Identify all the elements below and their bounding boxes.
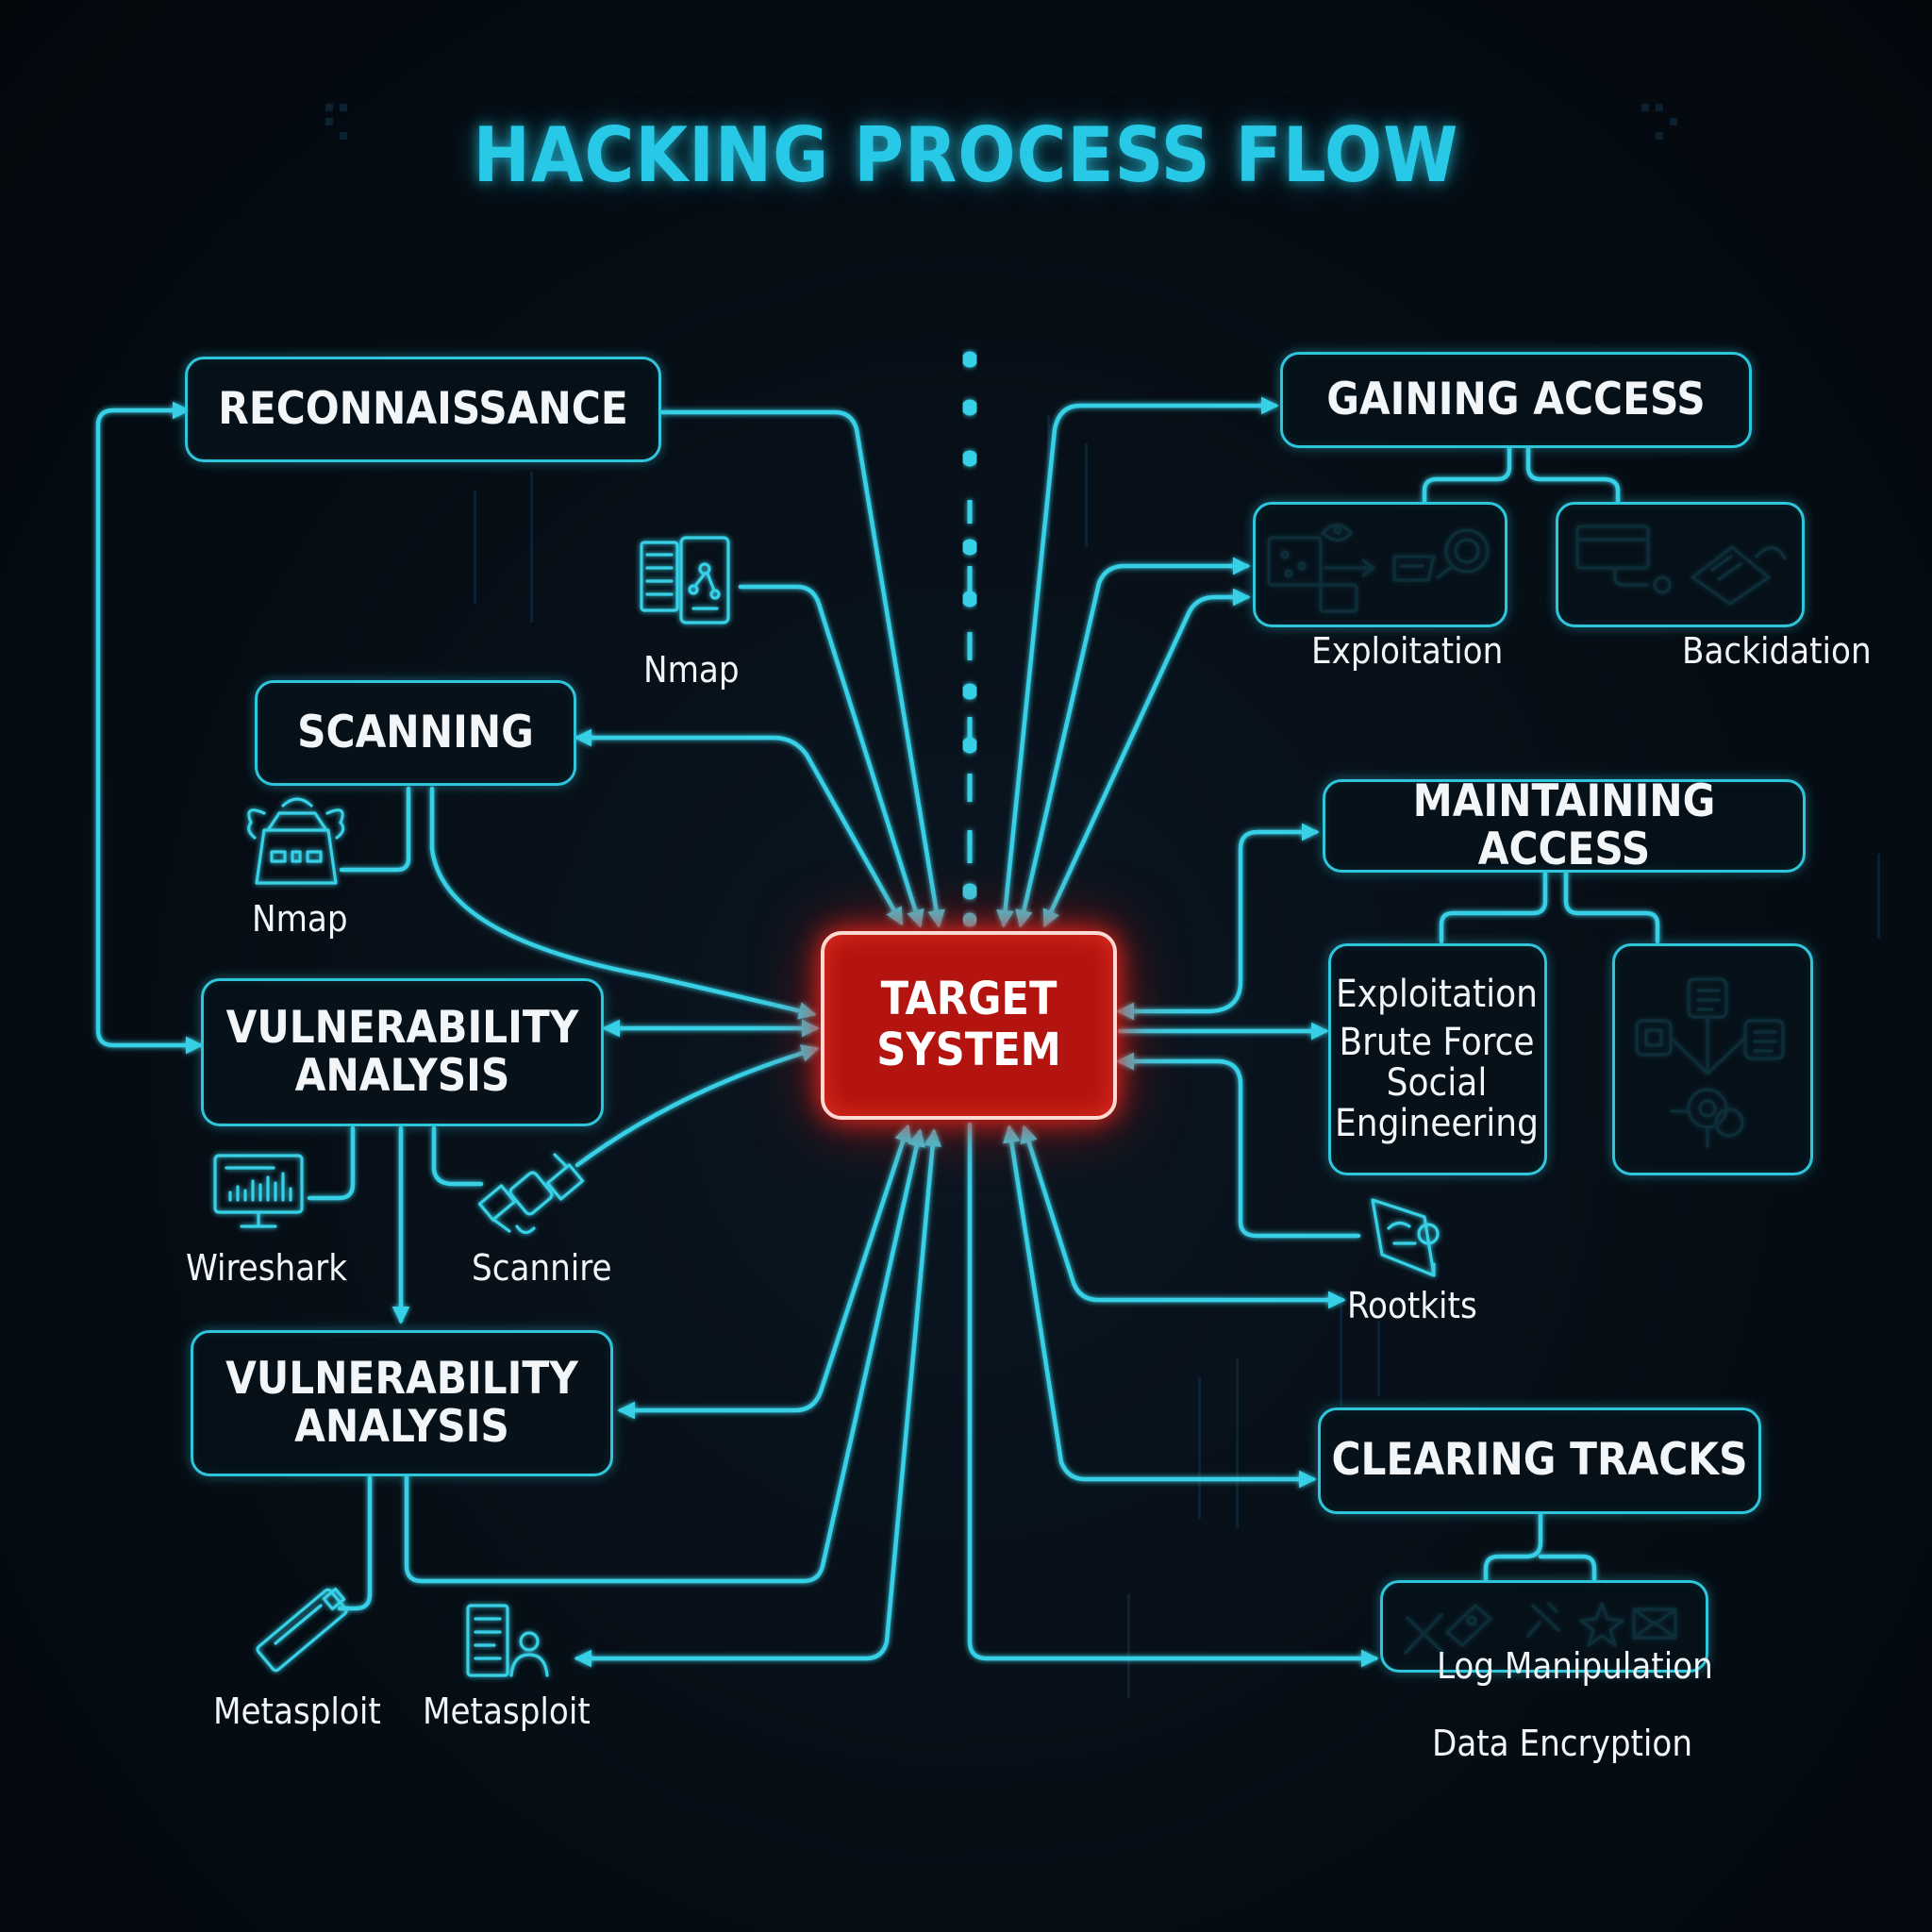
target-label-line-1: TARGET	[880, 973, 1058, 1026]
method-brute-force: Brute Force	[1339, 1021, 1535, 1065]
connector-vuln1-wireshark	[307, 1125, 356, 1201]
tool-backidation: Backidation	[1682, 630, 1872, 672]
network-scan-icon	[640, 536, 730, 625]
connector-scanning-target	[574, 728, 904, 926]
stage-vuln1-line-1: VULNERABILITY	[225, 1001, 579, 1054]
method-exploitation: Exploitation	[1336, 973, 1538, 1017]
connector-target-maintaining	[1116, 823, 1320, 1021]
tool-data-encryption: Data Encryption	[1432, 1723, 1693, 1764]
rootkit-icon	[1371, 1198, 1440, 1277]
connector-clearing-branch	[1483, 1511, 1597, 1583]
connector-frame-left	[95, 401, 204, 1055]
stage-vuln2-line-2: ANALYSIS	[294, 1400, 509, 1453]
stage-vuln1-line-2: ANALYSIS	[294, 1049, 510, 1102]
method-engineering: Engineering	[1335, 1101, 1539, 1145]
monitor-chart-icon	[213, 1154, 304, 1228]
target-system-node[interactable]: TARGET SYSTEM	[821, 931, 1117, 1120]
target-label-line-2: SYSTEM	[876, 1024, 1061, 1076]
tool-exploitation: Exploitation	[1311, 630, 1504, 672]
connector-scanning-router	[339, 786, 411, 873]
stage-reconnaissance[interactable]: RECONNAISSANCE	[185, 357, 661, 462]
method-social: Social	[1386, 1061, 1488, 1105]
connector-target-gaining	[996, 396, 1279, 928]
tool-nmap-scan: Nmap	[252, 898, 348, 940]
connector-gaining-branch	[1422, 445, 1621, 505]
connector-vuln1-scannire	[431, 1125, 484, 1187]
connector-satellite-target	[575, 1044, 820, 1168]
maintaining-methods-list: Exploitation Brute Force Social Engineer…	[1328, 945, 1545, 1174]
connector-target-exploit-1	[1015, 557, 1251, 928]
stage-clearing-tracks-label: CLEARING TRACKS	[1331, 1434, 1748, 1487]
connector-maintaining-branch	[1439, 870, 1660, 944]
tool-log-manipulation: Log Manipulation	[1437, 1645, 1713, 1687]
stage-scanning-label: SCANNING	[297, 706, 534, 758]
stage-gaining-access-label: GAINING ACCESS	[1326, 373, 1706, 425]
connector-target-clearing-box	[1002, 1124, 1317, 1489]
stage-maintaining-access-label: MAINTAINING ACCESS	[1412, 774, 1716, 875]
clearing-tools-panel[interactable]	[1380, 1580, 1708, 1673]
stage-vulnerability-analysis-1[interactable]: VULNERABILITY ANALYSIS	[201, 978, 604, 1126]
stage-clearing-tracks[interactable]: CLEARING TRACKS	[1318, 1407, 1761, 1514]
stage-gaining-access[interactable]: GAINING ACCESS	[1280, 352, 1752, 448]
satellite-icon	[477, 1153, 585, 1235]
connector-target-rootkits	[1020, 1124, 1346, 1309]
usb-drive-icon	[256, 1587, 348, 1673]
tool-wireshark: Wireshark	[186, 1247, 347, 1289]
stage-scanning[interactable]: SCANNING	[255, 680, 576, 786]
tool-metasploit-1: Metasploit	[213, 1690, 381, 1732]
stage-vuln2-line-1: VULNERABILITY	[225, 1352, 578, 1405]
stage-vulnerability-analysis-2[interactable]: VULNERABILITY ANALYSIS	[191, 1330, 613, 1476]
connector-recon-target	[659, 409, 945, 928]
connector-target-rootkit-icon	[1116, 1052, 1361, 1239]
connector-vuln2-usb	[337, 1474, 373, 1611]
document-user-icon	[466, 1604, 549, 1677]
top-dash-line	[961, 351, 978, 927]
connector-target-clearing	[967, 1122, 1379, 1668]
stage-maintaining-access[interactable]: MAINTAINING ACCESS	[1323, 774, 1806, 875]
tool-rootkits: Rootkits	[1347, 1285, 1477, 1326]
router-icon	[247, 797, 345, 885]
gaining-exploitation-panel[interactable]	[1253, 502, 1507, 627]
connector-nmap-target	[738, 584, 924, 928]
connector-target-exploit-2	[1042, 588, 1251, 928]
tool-scannire: Scannire	[472, 1247, 612, 1289]
connector-target-vuln2	[617, 1124, 912, 1420]
tool-nmap-recon: Nmap	[643, 649, 740, 691]
gaining-backidation-panel[interactable]	[1556, 502, 1805, 627]
maintaining-methods-panel[interactable]	[1328, 943, 1547, 1175]
tool-metasploit-2: Metasploit	[423, 1690, 591, 1732]
stage-reconnaissance-label: RECONNAISSANCE	[218, 382, 628, 435]
connector-target-doc	[574, 1128, 942, 1668]
connector-scanning-curve	[429, 786, 817, 1020]
maintaining-workflow-panel[interactable]	[1612, 943, 1813, 1175]
diagram-title: HACKING PROCESS FLOW	[473, 111, 1459, 199]
